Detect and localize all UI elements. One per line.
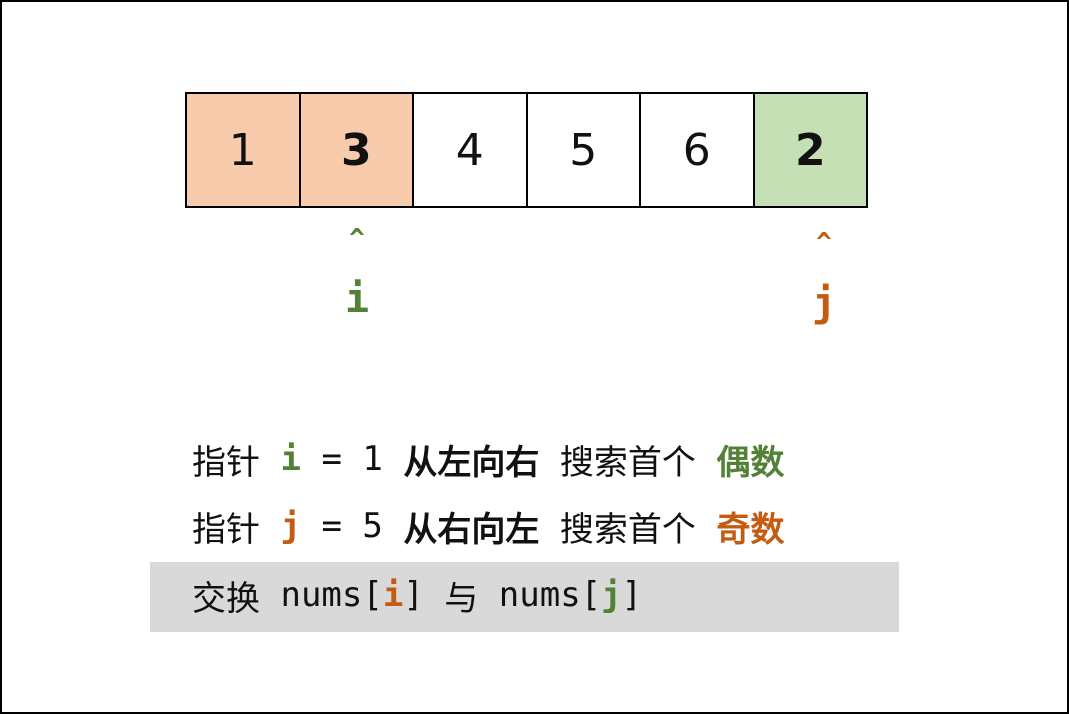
search-action: 搜索首个 [559,442,696,483]
equals-sign: = [321,506,342,546]
equals-sign: = [321,439,342,479]
pointer-i-caret: ^ [349,224,365,254]
cell-value: 3 [340,124,372,176]
array-cell-5: 2 [752,92,868,208]
index-value: 1 [362,439,383,479]
array-cell-0: 1 [185,92,301,208]
description-line-swap: 交换 nums[i] 与 nums[j] [192,565,642,625]
description-line-j: 指针 j = 5 从右向左 搜索首个 奇数 [192,496,784,556]
line-prefix: 指针 [192,442,260,483]
line-prefix: 指针 [192,509,260,550]
search-action: 搜索首个 [559,509,696,550]
search-direction: 从右向左 [403,509,540,550]
line-prefix: 交换 [192,578,260,619]
nums-close-b: ] [621,575,643,615]
array-cell-2: 4 [412,92,528,208]
nums-open-a: nums[ [280,575,383,615]
search-target: 偶数 [716,442,785,483]
swap-connector: 与 [444,578,479,619]
swap-highlight [150,562,899,632]
pointer-j-caret: ^ [816,228,832,258]
nums-close-a: ] [403,575,424,615]
index-value: 5 [362,506,383,546]
cell-value: 2 [794,124,826,176]
array-cell-1: 3 [298,92,414,208]
var-j: j [280,506,301,546]
cell-value: 5 [569,124,598,176]
search-target: 奇数 [716,509,785,550]
cell-value: 6 [682,124,711,176]
pointer-i-label: i [344,276,370,322]
cell-value: 1 [228,124,257,176]
array-cell-4: 6 [639,92,755,208]
search-direction: 从左向右 [403,442,540,483]
swap-var-b: j [601,575,622,615]
cell-value: 4 [455,124,484,176]
array-row: 1 3 4 5 6 2 [185,92,868,208]
swap-var-a: i [382,575,404,615]
nums-open-b: nums[ [498,575,602,615]
description-line-i: 指针 i = 1 从左向右 搜索首个 偶数 [192,429,784,489]
array-cell-3: 5 [525,92,641,208]
pointer-j-label: j [811,280,837,326]
var-i: i [280,439,301,479]
